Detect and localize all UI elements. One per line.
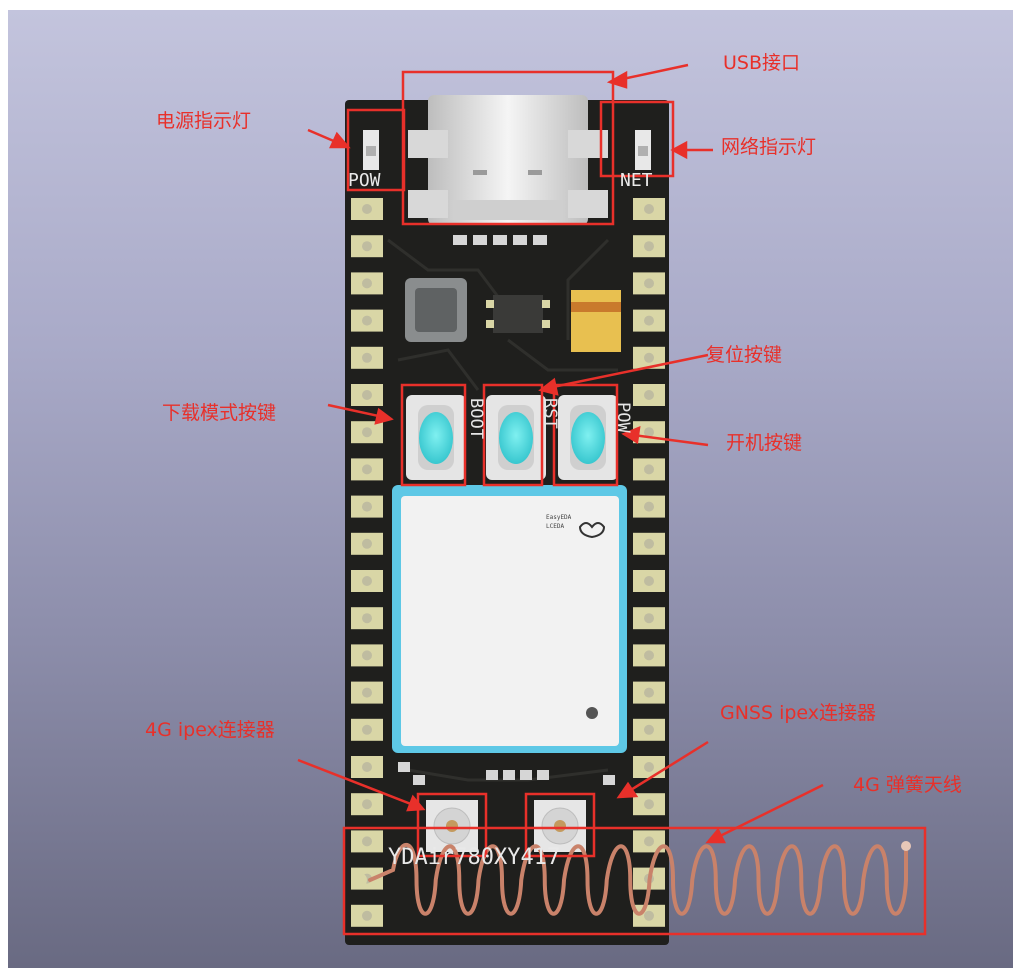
header-pad-hole	[362, 241, 372, 252]
reset-box	[482, 383, 544, 487]
header-pad-hole	[362, 724, 372, 735]
spring-antenna	[368, 843, 908, 916]
reset-button	[486, 395, 546, 480]
silk-rst: RST	[540, 398, 560, 429]
ipex-4g-connector	[426, 800, 478, 852]
header-pad-hole	[644, 650, 654, 661]
ipex-gnss-connector	[534, 800, 586, 852]
spring-antenna-tip	[901, 841, 911, 851]
header-pad-hole	[644, 724, 654, 735]
power-button	[558, 395, 618, 480]
header-pad-hole	[362, 650, 372, 661]
header-pad-hole	[644, 799, 654, 810]
header-pad-hole	[644, 241, 654, 252]
inductor	[405, 278, 467, 342]
header-pad-hole	[644, 464, 654, 475]
cellular-module	[392, 485, 627, 753]
header-pad-hole	[362, 910, 372, 921]
header-pad-hole	[362, 613, 372, 624]
header-pad-hole	[644, 762, 654, 772]
board-render: POW NET BOOT RST POW YDAir780XY417 LCEDA…	[8, 10, 1013, 968]
header-pad-hole	[362, 352, 372, 363]
header-pad-hole	[362, 315, 372, 326]
silk-pow-led: POW	[348, 170, 381, 191]
silk-easyeda: EasyEDA	[546, 514, 572, 521]
header-pad-hole	[362, 762, 372, 772]
annotation-boxes	[342, 70, 927, 936]
smd-row	[453, 235, 547, 245]
board-diagram	[297, 63, 927, 945]
header-pad-hole	[362, 799, 372, 810]
label-reset-key: 复位按键	[706, 344, 783, 366]
header-pad-hole	[644, 613, 654, 624]
label-usb: USB接口	[723, 52, 801, 74]
lower-smd-parts	[398, 762, 615, 785]
header-pad-hole	[644, 576, 654, 586]
header-pad-hole	[644, 687, 654, 698]
label-power-led: 电源指示灯	[156, 110, 252, 132]
silk-pow-key: POW	[613, 402, 633, 433]
header-pad-hole	[362, 501, 372, 512]
regulator-ic	[486, 295, 550, 333]
header-pad-hole	[644, 315, 654, 326]
label-download-key: 下载模式按键	[162, 402, 277, 424]
silk-boot: BOOT	[466, 398, 486, 439]
label-spring-antenna: 4G 弹簧天线	[853, 774, 962, 796]
header-pad-hole	[362, 836, 372, 847]
header-pad-hole	[644, 352, 654, 363]
antenna-box	[342, 826, 927, 936]
header-pad-hole	[362, 464, 372, 475]
header-pad-hole	[362, 576, 372, 586]
mounting-hole	[353, 873, 367, 887]
header-pad-hole	[644, 278, 654, 289]
power-led	[363, 130, 379, 170]
boot-button	[406, 395, 466, 480]
label-power-key: 开机按键	[726, 432, 803, 454]
label-ipex-4g: 4G ipex连接器	[145, 719, 275, 741]
header-pad-hole	[362, 427, 372, 438]
boot-box	[400, 383, 467, 487]
easyeda-logo-icon	[578, 522, 606, 539]
header-pad-hole	[644, 204, 654, 214]
header-pad-hole	[362, 390, 372, 400]
silk-lceda: LCEDA	[546, 523, 565, 530]
net-led-box	[599, 100, 675, 178]
header-pad-hole	[362, 538, 372, 549]
power-led-box	[346, 108, 406, 192]
silk-board-name: YDAir780XY417	[388, 845, 561, 870]
header-pad-hole	[644, 910, 654, 921]
left-header-pads	[351, 198, 383, 927]
net-led	[635, 130, 651, 170]
tantalum-capacitor	[571, 290, 621, 352]
header-pad-hole	[362, 204, 372, 214]
spring-coil	[368, 843, 908, 916]
header-pad-hole	[644, 538, 654, 549]
ipex-4g-box	[416, 792, 488, 858]
header-pad-hole	[362, 278, 372, 289]
silk-net-led: NET	[620, 170, 653, 191]
label-net-led: 网络指示灯	[721, 136, 817, 158]
annotation-arrows	[297, 63, 824, 844]
header-pad-hole	[644, 501, 654, 512]
label-ipex-gnss: GNSS ipex连接器	[720, 702, 877, 724]
header-pad-hole	[644, 427, 654, 438]
header-pad-hole	[644, 836, 654, 847]
ipex-gnss-box	[524, 792, 596, 858]
header-pad-hole	[362, 687, 372, 698]
header-pad-hole	[644, 390, 654, 400]
usb-c-connector	[408, 95, 608, 225]
power-key-box	[552, 383, 619, 487]
